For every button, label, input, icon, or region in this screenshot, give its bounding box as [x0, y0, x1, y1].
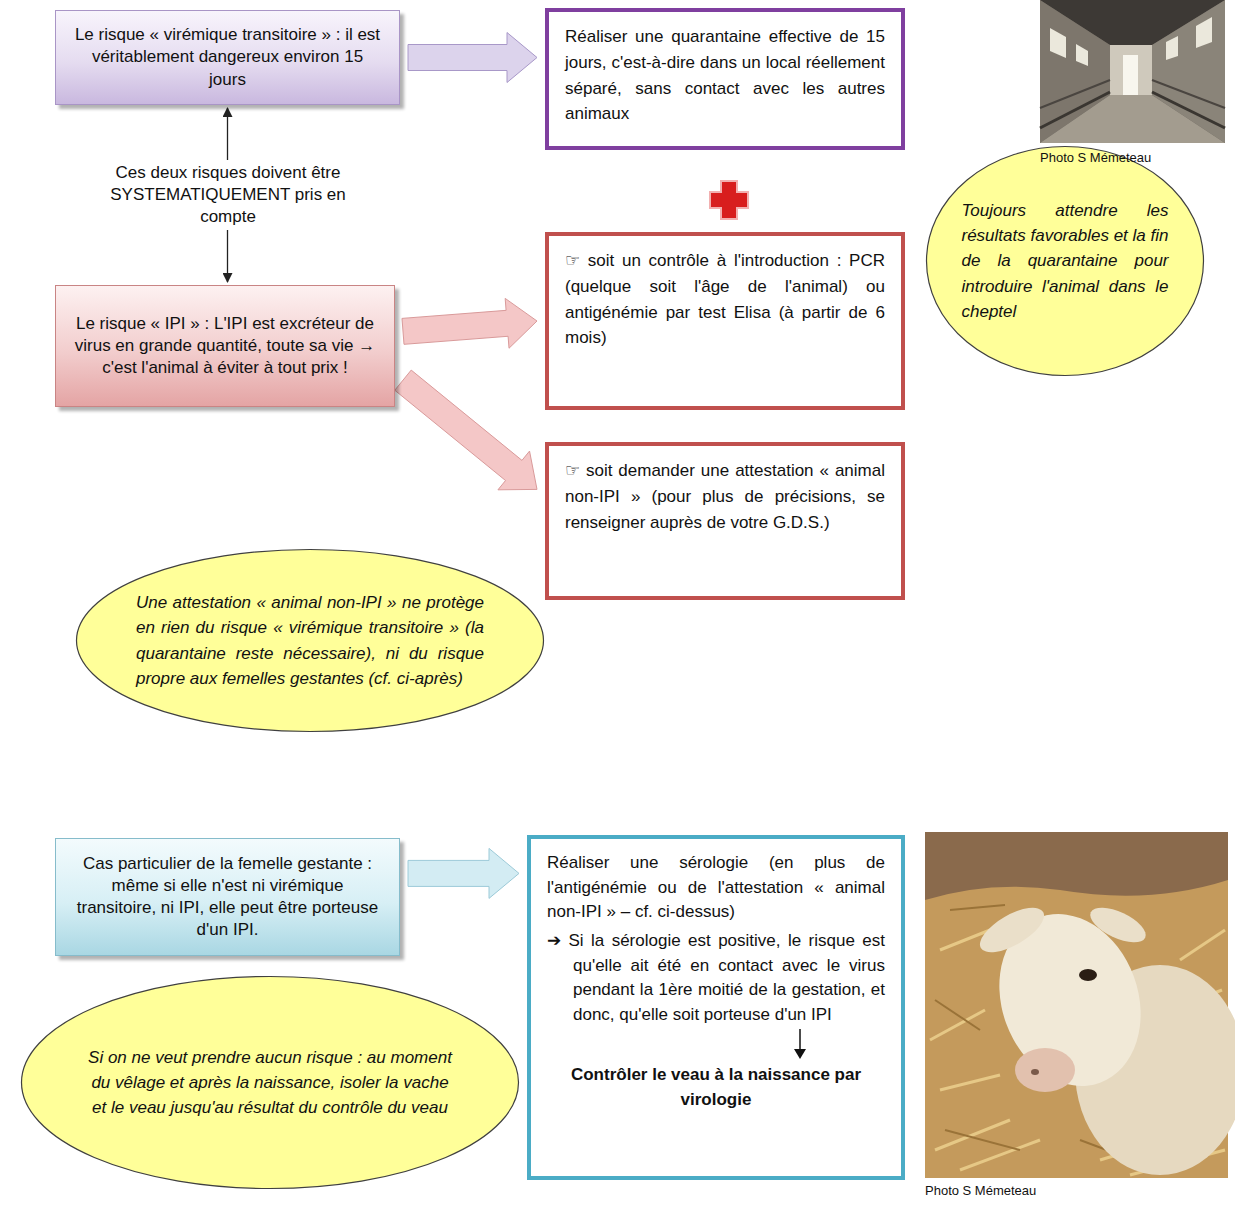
note-text: Si on ne veut prendre aucun risque : au … [85, 1045, 455, 1120]
ellipse-shape [77, 550, 544, 732]
case-box: Cas particulier de la femelle gestante :… [55, 838, 400, 956]
down-arrow [790, 1029, 810, 1059]
note-text: Une attestation « animal non-IPI » ne pr… [136, 590, 484, 691]
ellipse-text-area: Si on ne veut prendre aucun risque : au … [85, 1045, 455, 1120]
ellipse-shape [22, 977, 519, 1189]
barn-photo [1040, 0, 1225, 143]
action-box: Réaliser une quarantaine effective de 15… [545, 8, 905, 150]
ellipse-outline [75, 548, 545, 733]
box-text: Contrôler le veau à la naissance par vir… [547, 1063, 885, 1112]
note-ellipse: Une attestation « animal non-IPI » ne pr… [75, 548, 545, 733]
box-text: ☞ soit demander une attestation « animal… [565, 458, 885, 535]
risk-box: Le risque « virémique transitoire » : il… [55, 10, 400, 105]
box-text: ➔ Si la sérologie est positive, le risqu… [547, 929, 885, 1028]
photo-credit: Photo S Mémeteau [1040, 150, 1225, 166]
box-text: Réaliser une quarantaine effective de 15… [565, 24, 885, 127]
risk-box: Le risque « IPI » : L'IPI est excréteur … [55, 285, 395, 407]
box-text: ☞ soit un contrôle à l'introduction : PC… [565, 248, 885, 351]
red-cross-symbol [709, 180, 749, 220]
option-box: ☞ soit demander une attestation « animal… [545, 442, 905, 600]
block-arrow [402, 298, 537, 348]
ellipse-text-area: Toujours attendre les résultats favorabl… [962, 198, 1169, 324]
note-ellipse: Toujours attendre les résultats favorabl… [925, 145, 1205, 377]
edge-label: Ces deux risques doivent être SYSTEMATIQ… [92, 160, 364, 230]
photo-credit: Photo S Mémeteau [925, 1183, 1228, 1199]
block-arrow [395, 370, 537, 490]
note-text: Toujours attendre les résultats favorabl… [962, 198, 1169, 324]
note-ellipse: Si on ne veut prendre aucun risque : au … [20, 975, 520, 1190]
box-text: Cas particulier de la femelle gestante :… [72, 853, 383, 941]
block-arrow [408, 33, 537, 83]
ellipse-shape [927, 147, 1204, 376]
box-text: Le risque « virémique transitoire » : il… [72, 24, 383, 90]
ellipse-text-area: Une attestation « animal non-IPI » ne pr… [136, 590, 484, 691]
box-text: Le risque « IPI » : L'IPI est excréteur … [72, 313, 378, 379]
calf-photo [925, 832, 1235, 1178]
block-arrow [408, 848, 519, 898]
action-box: Réaliser une sérologie (en plus de l'ant… [527, 835, 905, 1180]
option-box: ☞ soit un contrôle à l'introduction : PC… [545, 232, 905, 410]
box-text: Réaliser une sérologie (en plus de l'ant… [547, 851, 885, 925]
